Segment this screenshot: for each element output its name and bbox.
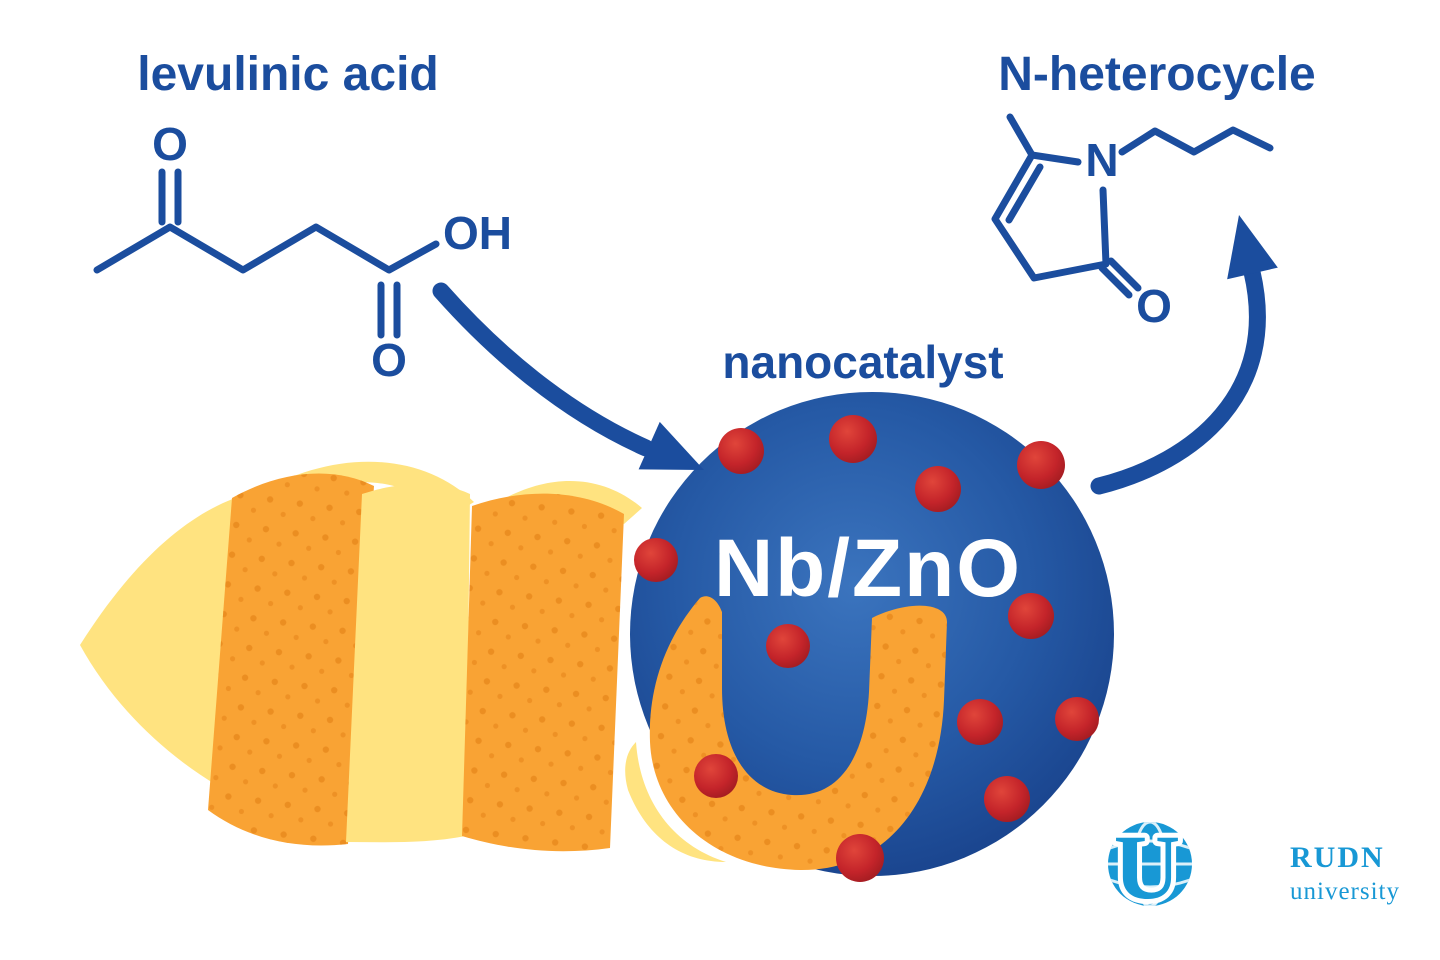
arrow-shaft (1090, 263, 1266, 495)
reactant-title: levulinic acid (137, 48, 438, 101)
rudn-logo: U RUDN university (1108, 811, 1400, 923)
methyl-bond (1006, 113, 1036, 159)
globe-grid (1108, 822, 1192, 906)
nanoparticle (915, 466, 961, 512)
carbonyl-double-bond (1107, 257, 1142, 292)
nanocatalyst-caption: nanocatalyst (722, 336, 1003, 388)
nanoparticle (1055, 697, 1099, 741)
nanoparticle (836, 834, 884, 882)
product-title: N-heterocycle (998, 48, 1315, 101)
nanoparticle (718, 428, 764, 474)
ketone-oxygen-label: O (152, 118, 188, 170)
arrowhead-icon (638, 421, 704, 470)
nanoparticle (634, 538, 678, 582)
hydroxyl-label: OH (443, 207, 512, 259)
peel-yellow-sliver (625, 742, 726, 862)
logo-subtitle: university (1290, 878, 1400, 905)
catalyst-formula: Nb/ZnO (714, 523, 1022, 614)
peel-curl (625, 596, 947, 871)
carbonyl-double-bond (1098, 264, 1133, 299)
nanoparticles-front (694, 754, 884, 882)
nanoparticle (829, 415, 877, 463)
n-heterocycle-structure: N O (991, 113, 1274, 332)
peel-band-texture (462, 493, 624, 852)
arrow-shaft (432, 282, 655, 457)
nitrogen-label: N (1085, 134, 1118, 186)
nanoparticle (766, 624, 810, 668)
levulinic-acid-structure: O O OH (93, 118, 512, 386)
butyl-chain (1118, 126, 1274, 156)
bond-chain (93, 223, 440, 274)
nanoparticle (1008, 593, 1054, 639)
nanoparticle (957, 699, 1003, 745)
ring-bonds (991, 151, 1110, 282)
nanoparticle (694, 754, 738, 798)
carboxyl-oxygen-label: O (371, 334, 407, 386)
peel-yellow-band (346, 483, 470, 843)
arrowhead-icon (1227, 215, 1278, 280)
nanoparticle (1017, 441, 1065, 489)
orange-peel-spiral (80, 461, 642, 852)
u-emblem: U (1114, 816, 1180, 918)
nanoparticle (984, 776, 1030, 822)
reaction-arrow-forward (432, 282, 704, 470)
reaction-arrow-product (1090, 215, 1278, 495)
carbonyl-oxygen-label: O (1136, 280, 1172, 332)
ring-double-bond (1005, 163, 1044, 224)
peel-yellow-arc (480, 480, 642, 524)
logo-name: RUDN (1290, 841, 1385, 874)
